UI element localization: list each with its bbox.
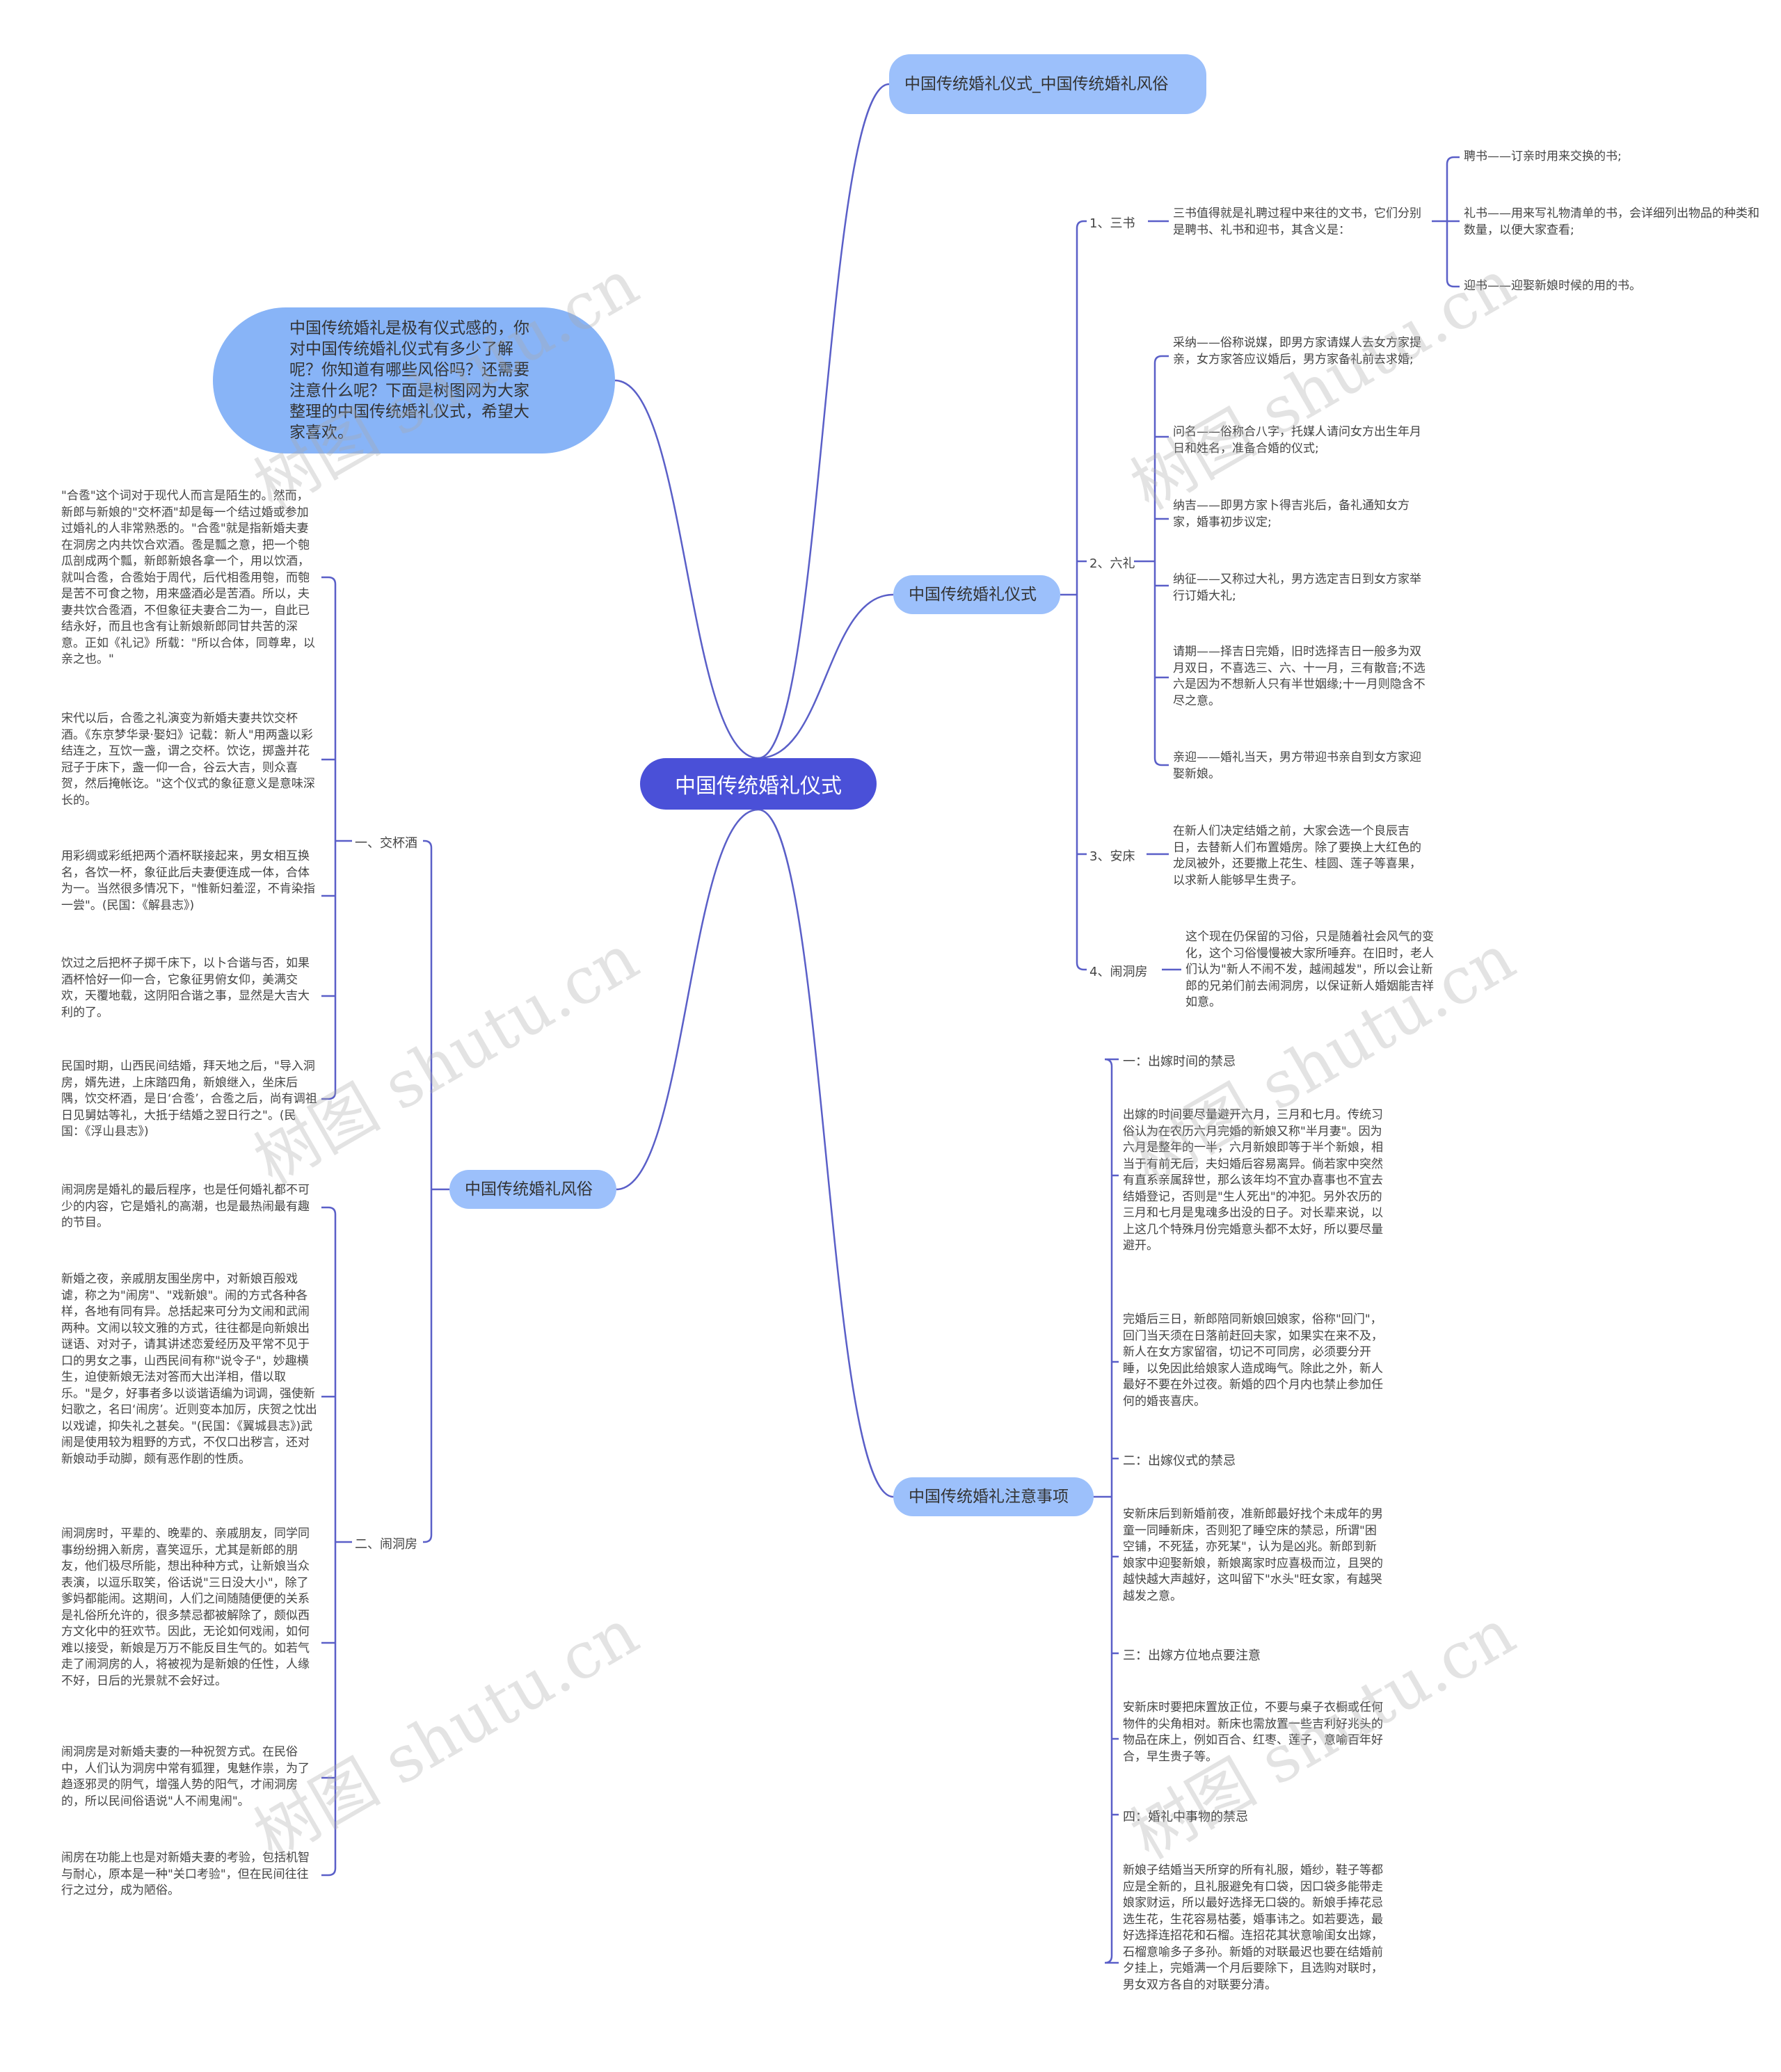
- intro-node[interactable]: 中国传统婚礼是极有仪式感的，你对中国传统婚礼仪式有多少了解呢？你知道有哪些风俗吗…: [213, 307, 615, 453]
- anchuang-desc: 在新人们决定结婚之前，大家会选一个良辰吉日，去替新人们布置婚房。除了要换上大红色…: [1173, 824, 1421, 888]
- notes-section-2-title[interactable]: 二：出嫁仪式的禁忌: [1123, 1454, 1236, 1468]
- intro-text: 中国传统婚礼是极有仪式感的，你对中国传统婚礼仪式有多少了解呢？你知道有哪些风俗吗…: [289, 319, 529, 442]
- liuli-item-naji: 纳吉——即男方家卜得吉兆后，备礼通知女方家，婚事初步议定;: [1173, 499, 1409, 529]
- branch-notes-label: 中国传统婚礼注意事项: [909, 1488, 1069, 1506]
- edge-sanshu-items: [1446, 156, 1460, 165]
- sanshu-item-yingshu: 迎书——迎娶新娘时候的用的书。: [1464, 279, 1641, 293]
- edge-ceremony-children: [1076, 220, 1087, 229]
- jiaobei-text-5: 民国时期，山西民间结婚，拜天地之后，"导入洞房，婿先进，上床踏四角，新娘继入，坐…: [61, 1059, 317, 1139]
- liuli-label[interactable]: 2、六礼: [1089, 556, 1135, 571]
- jiaobei-text-4: 饮过之后把杯子掷千床下，以卜合谐与否，如果酒杯恰好一仰一合，它象征男俯女仰，美满…: [61, 956, 310, 1020]
- naodongfang-ceremony-label[interactable]: 4、闹洞房: [1089, 965, 1148, 979]
- notes-section-3-text-1: 安新床时要把床置放正位，不要与桌子衣橱或任何物件的尖角相对。新床也需放置一些吉利…: [1123, 1701, 1383, 1764]
- edge-root-notes: [758, 808, 894, 1498]
- jiaobei-text-1: "合卺"这个词对于现代人而言是陌生的。然而，新郎与新娘的"交杯酒"却是每一个结过…: [61, 489, 315, 666]
- anchuang-label[interactable]: 3、安床: [1089, 849, 1135, 864]
- sanshu-desc: 三书值得就是礼聘过程中来往的文书，它们分别是聘书、礼书和迎书，其含义是：: [1173, 207, 1421, 237]
- jiaobei-text-2: 宋代以后，合卺之礼演变为新婚夫妻共饮交杯酒。《东京梦华录·娶妇》记载：新人"用两…: [61, 712, 315, 808]
- edge-jiaobei-texts: [321, 576, 337, 585]
- liuli-item-nazheng: 纳征——又称过大礼，男方选定吉日到女方家举行订婚大礼;: [1173, 572, 1421, 603]
- branch-ceremony-label: 中国传统婚礼仪式: [909, 586, 1037, 604]
- branch-customs-node[interactable]: 中国传统婚礼风俗: [449, 1170, 616, 1209]
- liuli-item-qinying: 亲迎——婚礼当天，男方带迎书亲自到女方家迎娶新娘。: [1173, 750, 1421, 781]
- edge-jiaobei-texts: [321, 1091, 337, 1100]
- branch-customs-label: 中国传统婚礼风俗: [465, 1180, 593, 1198]
- notes-section-1-text-2: 完婚后三日，新郎陪同新娘回娘家，俗称"回门"，回门当天须在日落前赶回夫家，如果实…: [1123, 1312, 1383, 1408]
- edge-customs-children: [423, 840, 433, 849]
- edge-root-intro: [614, 379, 759, 760]
- edge-liuli-items: [1153, 355, 1169, 364]
- edge-notes-children: [1104, 1955, 1119, 1964]
- naodongfang-ceremony-desc: 这个现在仍保留的习俗，只是随着社会风气的变化，这个习俗慢慢被大家所唾弃。在旧时，…: [1185, 930, 1434, 1009]
- branch-notes-node[interactable]: 中国传统婚礼注意事项: [893, 1477, 1094, 1516]
- branch-title-label: 中国传统婚礼仪式_中国传统婚礼风俗: [904, 75, 1169, 93]
- jiaobei-label[interactable]: 一、交杯酒: [355, 836, 417, 851]
- naodongfang-text-4: 闹洞房是对新婚夫妻的一种祝贺方式。在民俗中，人们认为洞房中常有狐狸，鬼魅作祟，为…: [61, 1745, 310, 1808]
- naodongfang-text-2: 新婚之夜，亲戚朋友围坐房中，对新娘百般戏谑，称之为"闹房"、"戏新娘"。闹的方式…: [61, 1272, 317, 1466]
- liuli-item-caina: 采纳——俗称说媒，即男方家请媒人去女方家提亲，女方家答应议婚后，男方家备礼前去求…: [1173, 336, 1421, 367]
- sanshu-item-pinshu: 聘书——订亲时用来交换的书;: [1464, 150, 1622, 163]
- naodongfang-text-3: 闹洞房时，平辈的、晚辈的、亲戚朋友，同学同事纷纷拥入新房，喜笑逗乐，尤其是新郎的…: [61, 1527, 310, 1688]
- liuli-item-qingqi: 请期——择吉日完婚，旧时选择吉日一般多为双月双日，不喜选三、六、十一月，三有散音…: [1173, 645, 1425, 708]
- naodongfang-customs-label[interactable]: 二、闹洞房: [355, 1537, 417, 1552]
- naodongfang-text-5: 闹房在功能上也是对新婚夫妻的考验，包括机智与耐心，原本是一种"关口考验"，但在民…: [61, 1851, 310, 1897]
- edge-root-ceremony: [758, 593, 894, 760]
- notes-section-3-title[interactable]: 三：出嫁方位地点要注意: [1123, 1648, 1261, 1663]
- root-node[interactable]: 中国传统婚礼仪式: [640, 758, 877, 810]
- liuli-item-wenming: 问名——俗称合八字，托媒人请问女方出生年月日和姓名，准备合婚的仪式;: [1173, 425, 1421, 456]
- branch-title-node[interactable]: 中国传统婚礼仪式_中国传统婚礼风俗: [889, 54, 1206, 114]
- edge-ceremony-children: [1076, 962, 1087, 971]
- notes-section-1-text-1: 出嫁的时间要尽量避开六月，三月和七月。传统习俗认为在农历六月完婚的新娘又称"半月…: [1123, 1108, 1383, 1253]
- notes-section-4-title[interactable]: 四：婚礼中事物的禁忌: [1123, 1810, 1248, 1824]
- edge-naodongfang-texts: [321, 1206, 337, 1215]
- sanshu-item-lishu: 礼书——用来写礼物清单的书，会详细列出物品的种类和数量，以便大家查看;: [1464, 207, 1759, 237]
- notes-section-4-text-1: 新娘子结婚当天所穿的所有礼服，婚纱，鞋子等都应是全新的，且礼服避免有口袋，因口袋…: [1123, 1863, 1383, 1992]
- notes-section-1-title[interactable]: 一：出嫁时间的禁忌: [1123, 1054, 1236, 1069]
- edge-notes-children: [1104, 1058, 1119, 1067]
- branch-ceremony-node[interactable]: 中国传统婚礼仪式: [893, 575, 1060, 614]
- edge-customs-children: [423, 1534, 433, 1543]
- edge-root-title: [758, 83, 890, 760]
- edge-liuli-items: [1153, 757, 1169, 766]
- edge-naodongfang-texts: [321, 1868, 337, 1877]
- edge-sanshu-items: [1446, 279, 1460, 288]
- naodongfang-text-1: 闹洞房是婚礼的最后程序，也是任何婚礼都不可少的内容，它是婚礼的高潮，也是最热闹最…: [61, 1183, 310, 1230]
- notes-section-2-text-1: 安新床后到新婚前夜，准新郎最好找个未成年的男童一同睡新床，否则犯了睡空床的禁忌，…: [1123, 1507, 1383, 1603]
- jiaobei-text-3: 用彩绸或彩纸把两个酒杯联接起来，男女相互换名，各饮一杯，象征此后夫妻便连成一体，…: [61, 849, 315, 913]
- sanshu-label[interactable]: 1、三书: [1089, 216, 1135, 231]
- edge-root-customs: [616, 808, 759, 1191]
